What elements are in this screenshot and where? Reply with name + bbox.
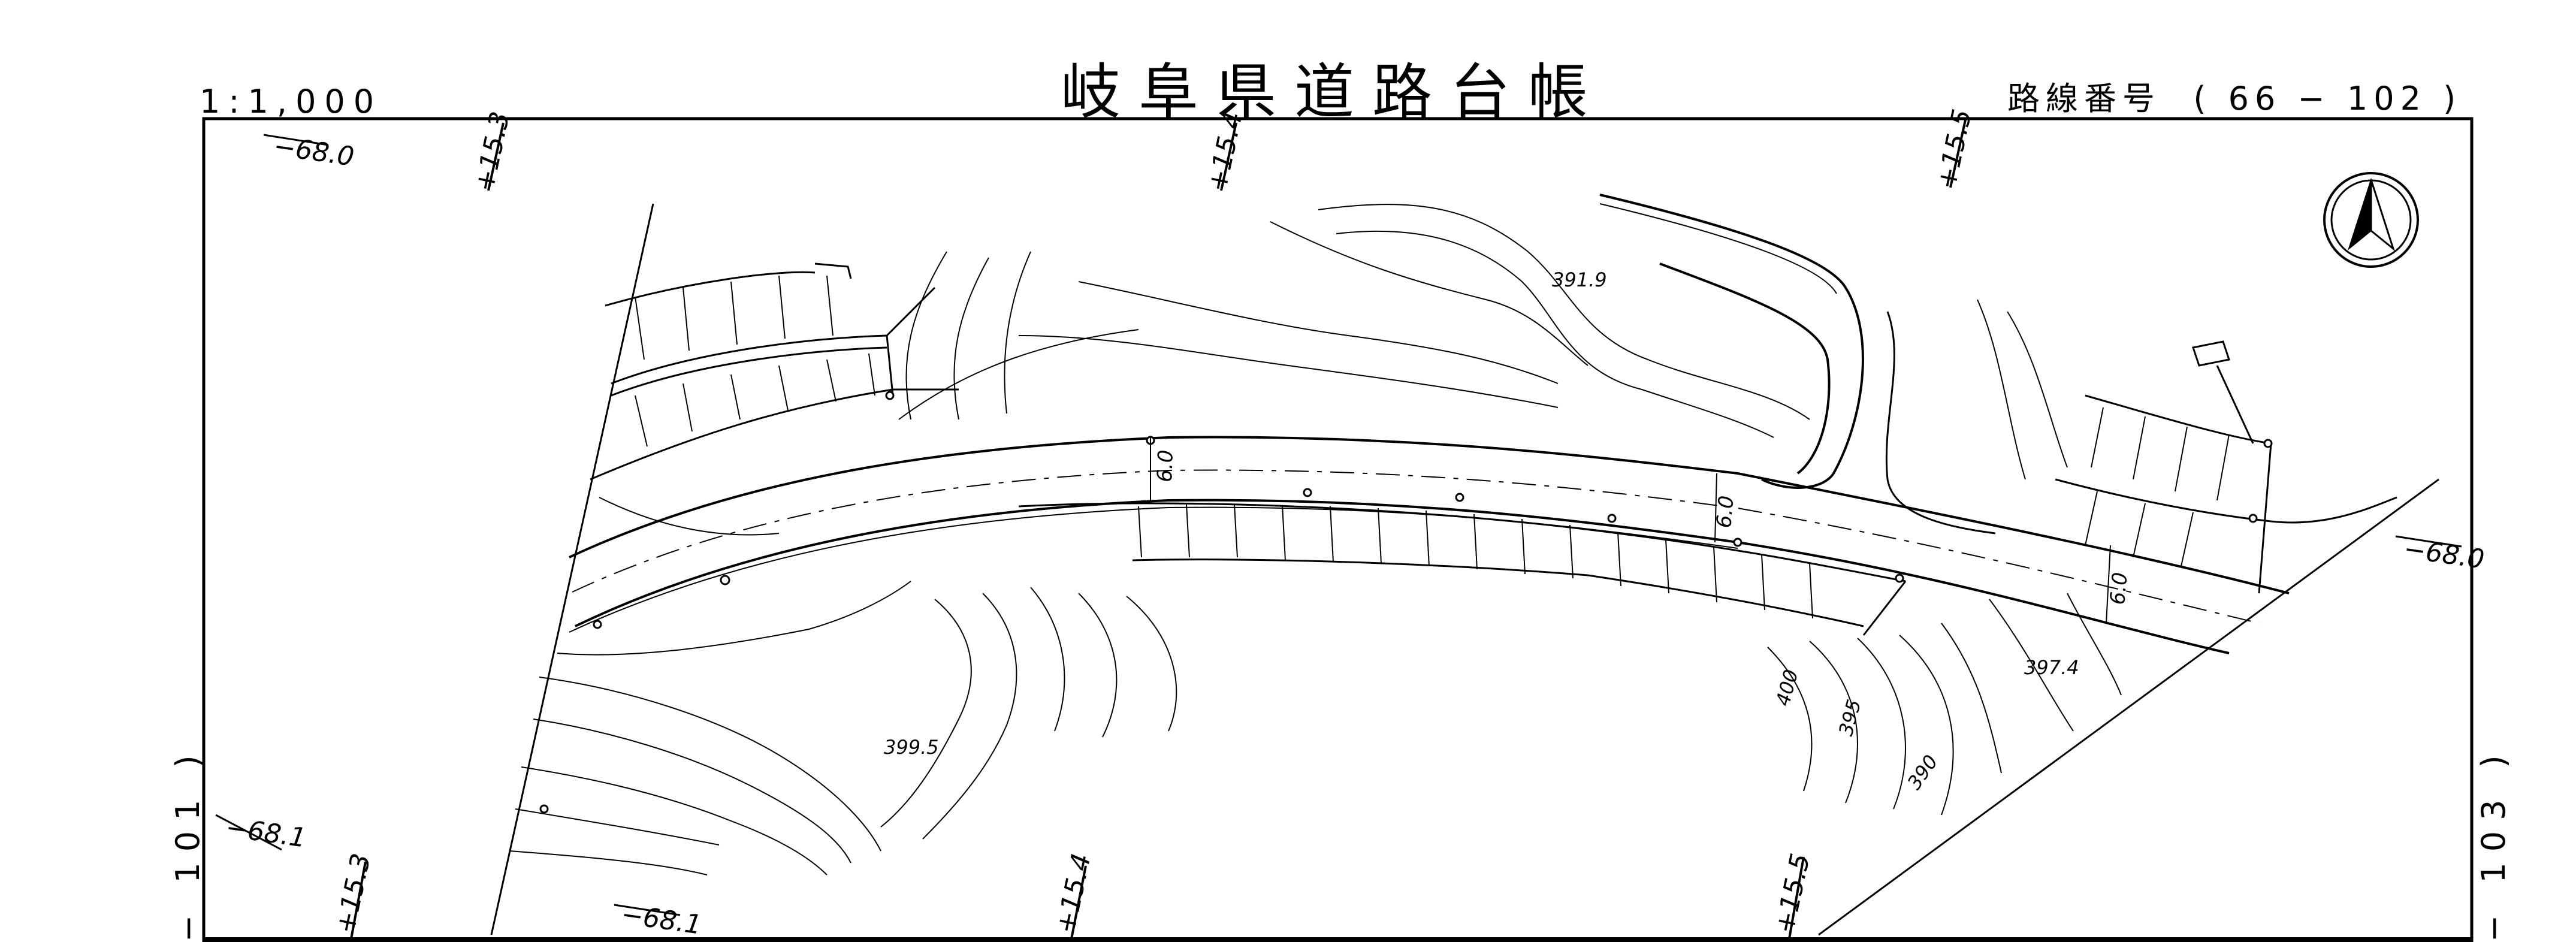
route-number-label: 路線番号 ( 66 − 102 ): [2007, 72, 2462, 119]
north-arrow-icon: [2323, 172, 2419, 268]
slope-hachures-lower: [1138, 504, 1813, 619]
station-bottom-1: +15.3: [330, 851, 377, 937]
slope-walls-lower: [1018, 502, 1907, 636]
offset-top-left: −68.0: [271, 131, 356, 172]
boundary-line-left: [490, 203, 654, 935]
station-bottom-2: +15.4: [1050, 851, 1097, 937]
offset-bottom: −68.1: [619, 899, 703, 940]
slope-hachures-upper-right: [2085, 407, 2230, 567]
offset-left-lower: −68.1: [224, 812, 308, 853]
slope-walls-upper-left: [590, 262, 959, 481]
elevation-1: 391.9: [1552, 268, 1607, 291]
route-number: ( 66 − 102 ): [2193, 80, 2462, 117]
slope-walls-upper-right: [2055, 340, 2397, 594]
elevation-5: 395: [1834, 697, 1866, 738]
station-bottom-3: +15.5: [1769, 851, 1816, 937]
slope-hachures-upper-left: [635, 275, 875, 447]
elevation-4: 400: [1771, 667, 1803, 708]
side-road: [1599, 194, 1996, 535]
road-edges: [569, 436, 2290, 654]
station-ticks-bottom: [349, 856, 1805, 942]
station-top-2: +15.4: [1202, 109, 1249, 195]
sheet-title: 岐阜県道路台帳: [1061, 57, 1606, 127]
offset-underlines: [215, 134, 2462, 916]
road-width-3: 6.0: [2106, 571, 2133, 605]
elevation-2: 399.5: [884, 736, 939, 759]
road-centerline: [572, 469, 2260, 624]
station-top-1: +15.3: [469, 109, 516, 195]
station-ticks-top: [487, 119, 1967, 191]
road-width-1: 6.0: [1153, 449, 1178, 482]
road-width-dimension-lines: [1150, 437, 2111, 624]
map-scale: 1:1,000: [200, 83, 383, 120]
contour-lines: [509, 204, 2122, 875]
elevation-6: 390: [1902, 751, 1942, 794]
boundary-line-right: [1818, 478, 2439, 936]
elevation-3: 397.4: [2024, 656, 2079, 679]
survey-points: [539, 391, 2273, 814]
route-label-text: 路線番号: [2007, 80, 2161, 117]
map-frame: [202, 117, 2474, 942]
